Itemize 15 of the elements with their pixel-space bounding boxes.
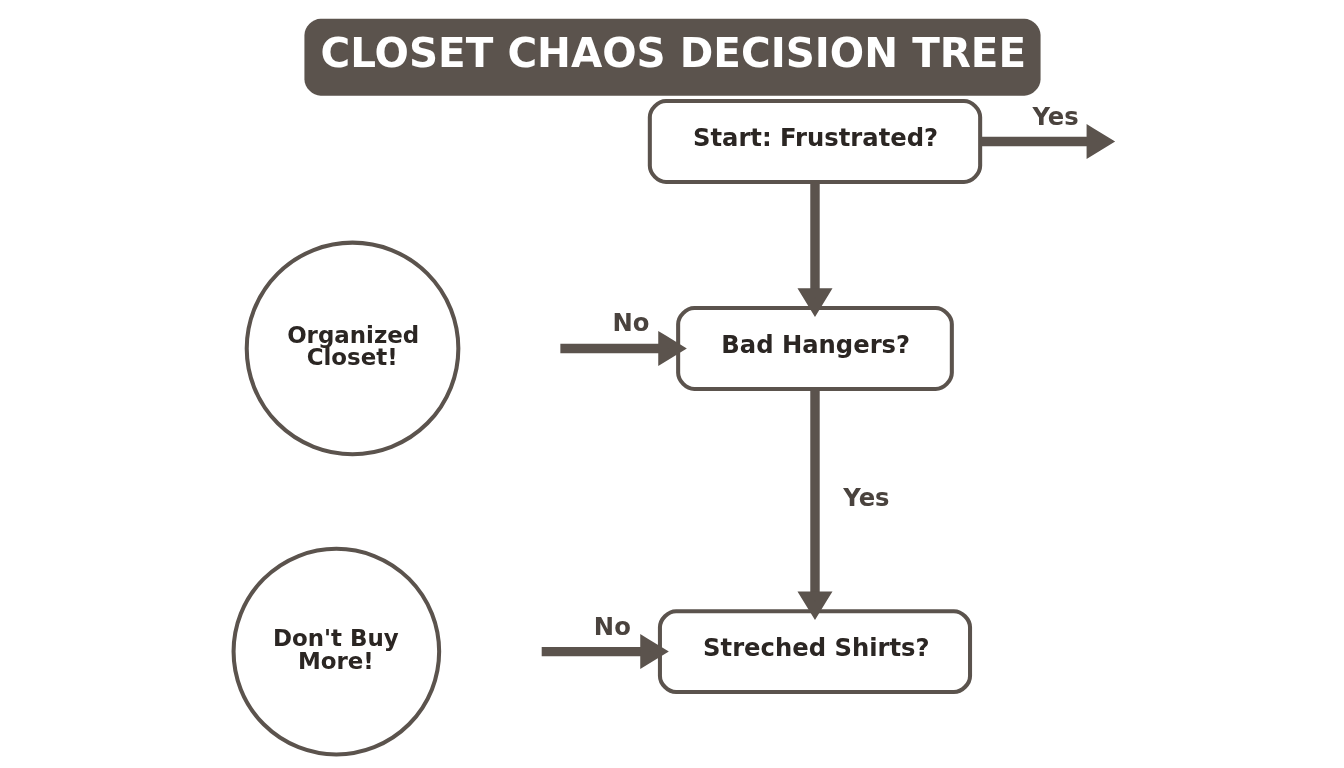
- arrow: [979, 124, 1115, 159]
- arrow: [796, 389, 832, 620]
- node-circle: Don't Buy More!: [231, 546, 441, 757]
- edge-label: Yes: [1031, 101, 1079, 131]
- edge-label: Yes: [842, 483, 890, 513]
- node-box: Bad Hangers?: [675, 306, 954, 391]
- arrow: [559, 330, 687, 366]
- arrow: [796, 182, 832, 317]
- node-box: Start: Frustrated?: [647, 99, 982, 184]
- node-circle: Organized Closet!: [244, 240, 460, 457]
- edge-label: No: [593, 611, 631, 641]
- diagram-title: CLOSET CHAOS DECISION TREE: [320, 28, 1026, 77]
- arrow: [541, 634, 669, 670]
- edge-label: No: [611, 308, 649, 338]
- node-box: Streched Shirts?: [657, 609, 972, 695]
